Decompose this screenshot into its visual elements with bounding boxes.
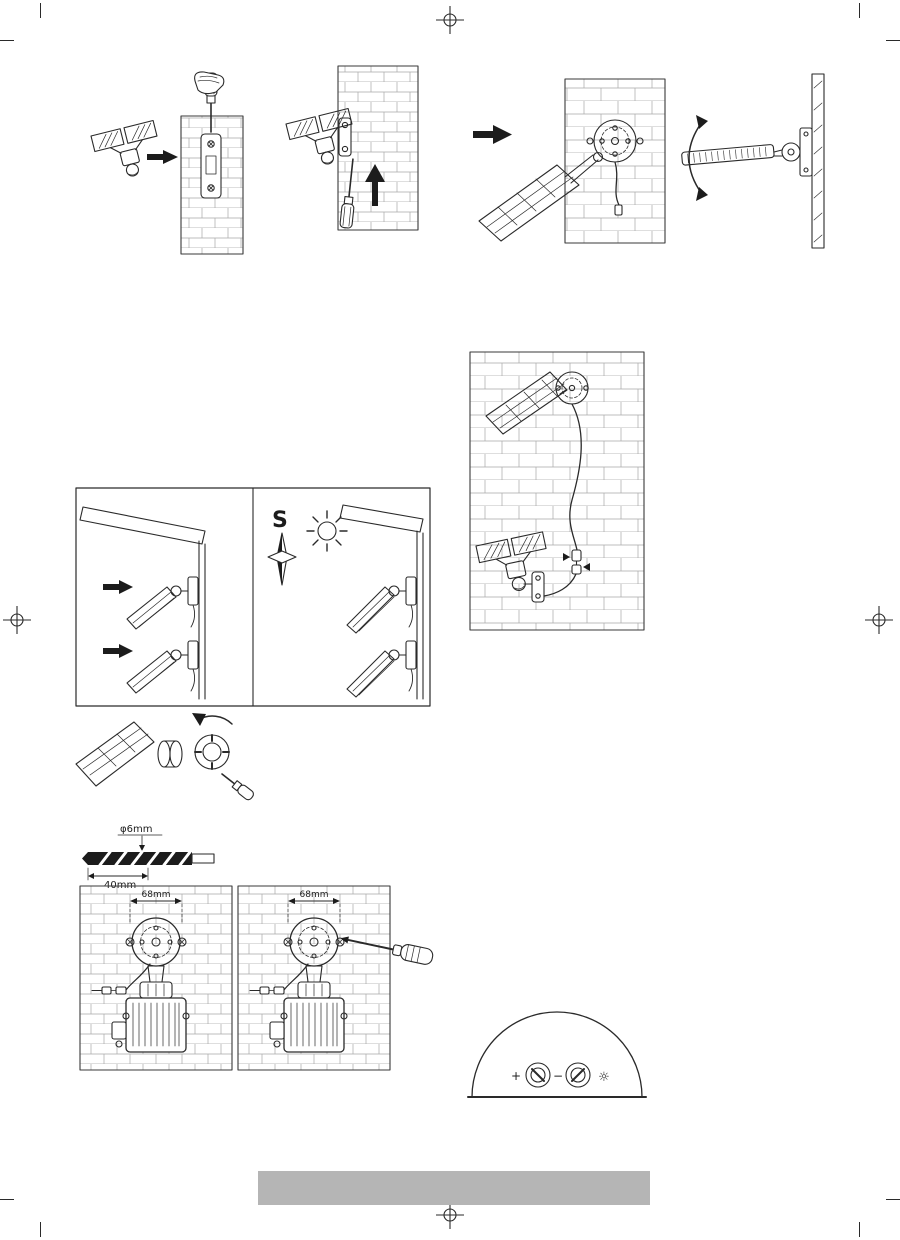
screwdriver-icon [339,158,355,229]
panel-assembly [126,640,199,694]
figure-full-installation [468,350,646,636]
floodlight [285,107,353,165]
sun-icon [306,510,348,552]
crop-mark [40,3,41,18]
floodlight-back [111,965,190,1053]
arrow-small-icon [583,563,590,571]
sensor-dome [471,1011,643,1098]
floodlight [90,119,158,177]
crop-mark [886,40,900,41]
arrow-up-icon [365,164,385,206]
lux-knob [565,1062,591,1088]
plate-spacing-label: 68mm [142,890,171,900]
figure-orientation: S [75,487,431,711]
wall-line [416,530,424,700]
figure-lock-ring [72,702,267,811]
figure-plate-left: 68mm [78,884,234,1076]
drill-bit [82,850,215,867]
leader-arrow-icon [139,845,145,851]
figure-plate-right: 68mm [236,884,444,1076]
wall-flange [799,127,813,177]
mount-plate [338,117,352,157]
drill-diameter-label: φ6mm [120,824,152,835]
crop-mark [886,1199,900,1200]
panel-assembly [346,640,417,698]
registration-mark-top [435,5,465,38]
arrow-right-icon [147,150,178,164]
crop-mark [0,40,14,41]
rotation-arrow-icon [192,713,233,726]
mount-cylinder [157,740,183,768]
arrow-right-icon [103,644,133,658]
wall-line [198,540,206,700]
solar-panel-side [681,144,775,166]
sun-symbol: ☼ [598,1070,610,1085]
cable-to-light [543,573,577,597]
hand-icon [194,71,225,95]
cable-connector [571,549,582,575]
cable-plug-pair [91,986,127,995]
mounting-bracket [200,133,222,199]
dimension-68mm: 68mm [129,890,183,925]
floodlight [475,531,547,591]
registration-mark-right [864,605,894,638]
footer-bar [258,1171,650,1205]
figure-panel-attach [465,75,670,254]
panel-assembly [126,576,199,630]
tilt-arrow-icon [688,115,708,201]
eave [79,506,206,545]
arrow-right-icon [473,125,512,144]
screwdriver-icon [340,936,434,965]
figure-sensor-knobs: + − ☼ [466,1003,648,1109]
arrow-right-icon [103,580,133,594]
crop-mark [0,1199,14,1200]
minus-label: − [553,1069,563,1083]
time-knob [525,1062,551,1088]
eave [339,504,424,533]
brick-wall [564,78,666,244]
crop-mark [40,1222,41,1237]
registration-mark-bottom [435,1200,465,1233]
compass-star-icon [267,532,297,586]
floodlight-back [269,965,348,1053]
plus-label: + [511,1069,521,1083]
cable [614,161,620,206]
registration-mark-left [2,605,32,638]
plate-spacing-label: 68mm [300,890,329,900]
dimension-68mm: 68mm [287,890,341,925]
solar-panel [75,721,155,787]
wall-edge [811,73,825,249]
figure-drill-bit: φ6mm 40mm [82,820,222,894]
screwdriver-icon [221,773,254,801]
solar-panel [485,371,568,435]
arrow-small-icon [563,553,570,561]
hinge [773,142,801,162]
figure-light-fasten [280,62,425,241]
mount-plate [531,571,545,603]
lock-ring [194,734,230,770]
cable-plug [614,204,623,216]
crop-mark [859,1222,860,1237]
brick-wall [469,351,645,631]
figure-panel-tilt [672,70,837,256]
solar-panel [478,151,604,242]
crop-mark [859,3,860,18]
cable-plug-pair [249,986,285,995]
panel-assembly [346,576,417,634]
cable [569,403,582,551]
south-label: S [272,508,288,533]
figure-bracket-install [85,68,250,262]
